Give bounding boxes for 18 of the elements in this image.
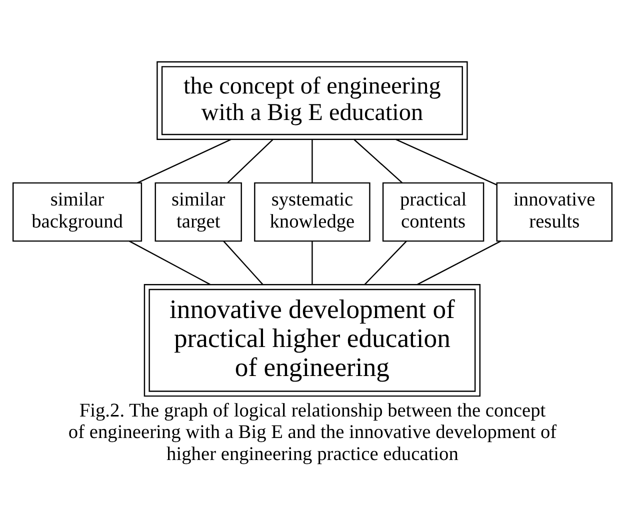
connector <box>129 240 210 284</box>
node-box: similar target <box>154 182 242 242</box>
node-box: practical contents <box>382 182 484 242</box>
connector <box>312 139 313 182</box>
caption: Fig.2. The graph of logical relationship between the concept of engineering with a Big E and the innovative development of higher engineering practice education <box>68 400 557 465</box>
connector <box>137 138 232 183</box>
node-box: similar background <box>12 182 142 242</box>
node-box: innovative development of practical higher education of engineering <box>144 284 481 396</box>
node-box: systematic knowledge <box>254 182 370 242</box>
connector <box>354 138 402 183</box>
connector <box>227 138 274 183</box>
node-box: innovative results <box>496 182 613 242</box>
connector <box>396 138 497 185</box>
connector <box>312 240 313 284</box>
connector <box>417 240 501 284</box>
connector <box>223 240 264 284</box>
connector <box>364 240 407 284</box>
node-box: the concept of engineering with a Big E education <box>156 60 468 140</box>
